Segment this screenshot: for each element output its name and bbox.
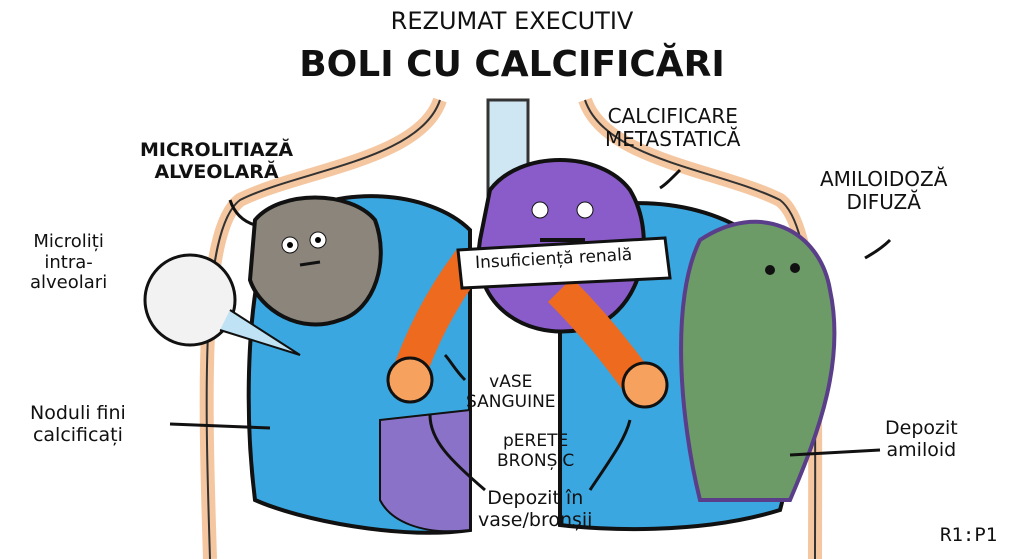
- label-line: MICROLITIAZĂ: [140, 139, 294, 161]
- label-line: ALVEOLARĂ: [154, 160, 279, 183]
- label-vase: vASE SANGUINE: [466, 372, 556, 412]
- right-vessel: [547, 277, 669, 409]
- label-perete: pERETE BRONȘIC: [497, 431, 575, 471]
- label-depozit-amiloid: Depozit amiloid: [885, 417, 958, 462]
- label-line: Depozit în: [487, 487, 584, 509]
- amyloid-mass: [679, 219, 837, 502]
- label-microlitiaza: MICROLITIAZĂ ALVEOLARĂ: [140, 139, 294, 184]
- header-title: BOLI CU CALCIFICĂRI: [299, 44, 725, 85]
- label-line: METASTATICĂ: [605, 127, 741, 151]
- corner-label: R1:P1: [940, 524, 998, 546]
- label-line: alveolari: [30, 272, 108, 294]
- label-line: Microliți: [33, 231, 104, 252]
- label-line: SANGUINE: [466, 391, 556, 412]
- label-line: DIFUZĂ: [846, 190, 921, 214]
- label-line: CALCIFICARE: [607, 104, 738, 128]
- renal-banner: [456, 236, 672, 290]
- label-line: Noduli fini: [30, 402, 126, 424]
- label-line: AMILOIDOZĂ: [820, 167, 948, 191]
- label-line: calcificați: [32, 423, 123, 446]
- label-line: amiloid: [886, 438, 957, 461]
- label-noduli: Noduli fini calcificați: [30, 402, 126, 447]
- label-line: Depozit: [885, 417, 958, 439]
- microliths-bubble: [143, 253, 237, 347]
- label-line: vASE: [489, 372, 533, 392]
- rock-character: [247, 195, 383, 327]
- label-line: pERETE: [503, 431, 569, 451]
- label-microliti: Microliți intra- alveolari: [30, 231, 108, 294]
- arrows: [169, 168, 892, 492]
- header-subtitle: REZUMAT EXECUTIV: [390, 7, 634, 35]
- label-metastatica: CALCIFICARE METASTATICĂ: [605, 105, 741, 151]
- label-line: intra-: [44, 251, 93, 273]
- label-depozit-vase: Depozit în vase/bronșii: [478, 487, 593, 532]
- label-line: BRONȘIC: [497, 450, 575, 471]
- label-amiloidoza: AMILOIDOZĂ DIFUZĂ: [820, 168, 947, 214]
- label-line: vase/bronșii: [478, 508, 593, 531]
